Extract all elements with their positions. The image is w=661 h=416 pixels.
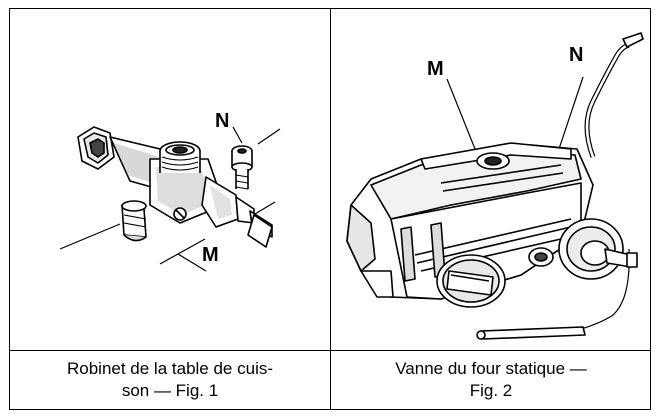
column-divider	[330, 8, 331, 410]
label-n-fig2: N	[569, 44, 583, 66]
caption-figure-1-line1: Robinet de la table de cuis-	[66, 359, 274, 378]
caption-figure-2: Vanne du four statique — Fig. 2	[331, 354, 651, 406]
caption-divider	[9, 350, 651, 351]
label-n-fig1: N	[215, 110, 229, 132]
caption-figure-1-line2: son — Fig. 1	[121, 381, 219, 400]
caption-figure-2-line1: Vanne du four statique —	[395, 359, 587, 378]
caption-figure-2-line2: Fig. 2	[469, 381, 513, 400]
caption-figure-1: Robinet de la table de cuis- son — Fig. …	[10, 354, 330, 406]
label-m-fig2: M	[427, 58, 444, 80]
cooktop-tap-illustration: N M	[59, 110, 281, 272]
label-m-fig1: M	[202, 244, 219, 266]
oven-valve-illustration: M N	[346, 32, 644, 340]
